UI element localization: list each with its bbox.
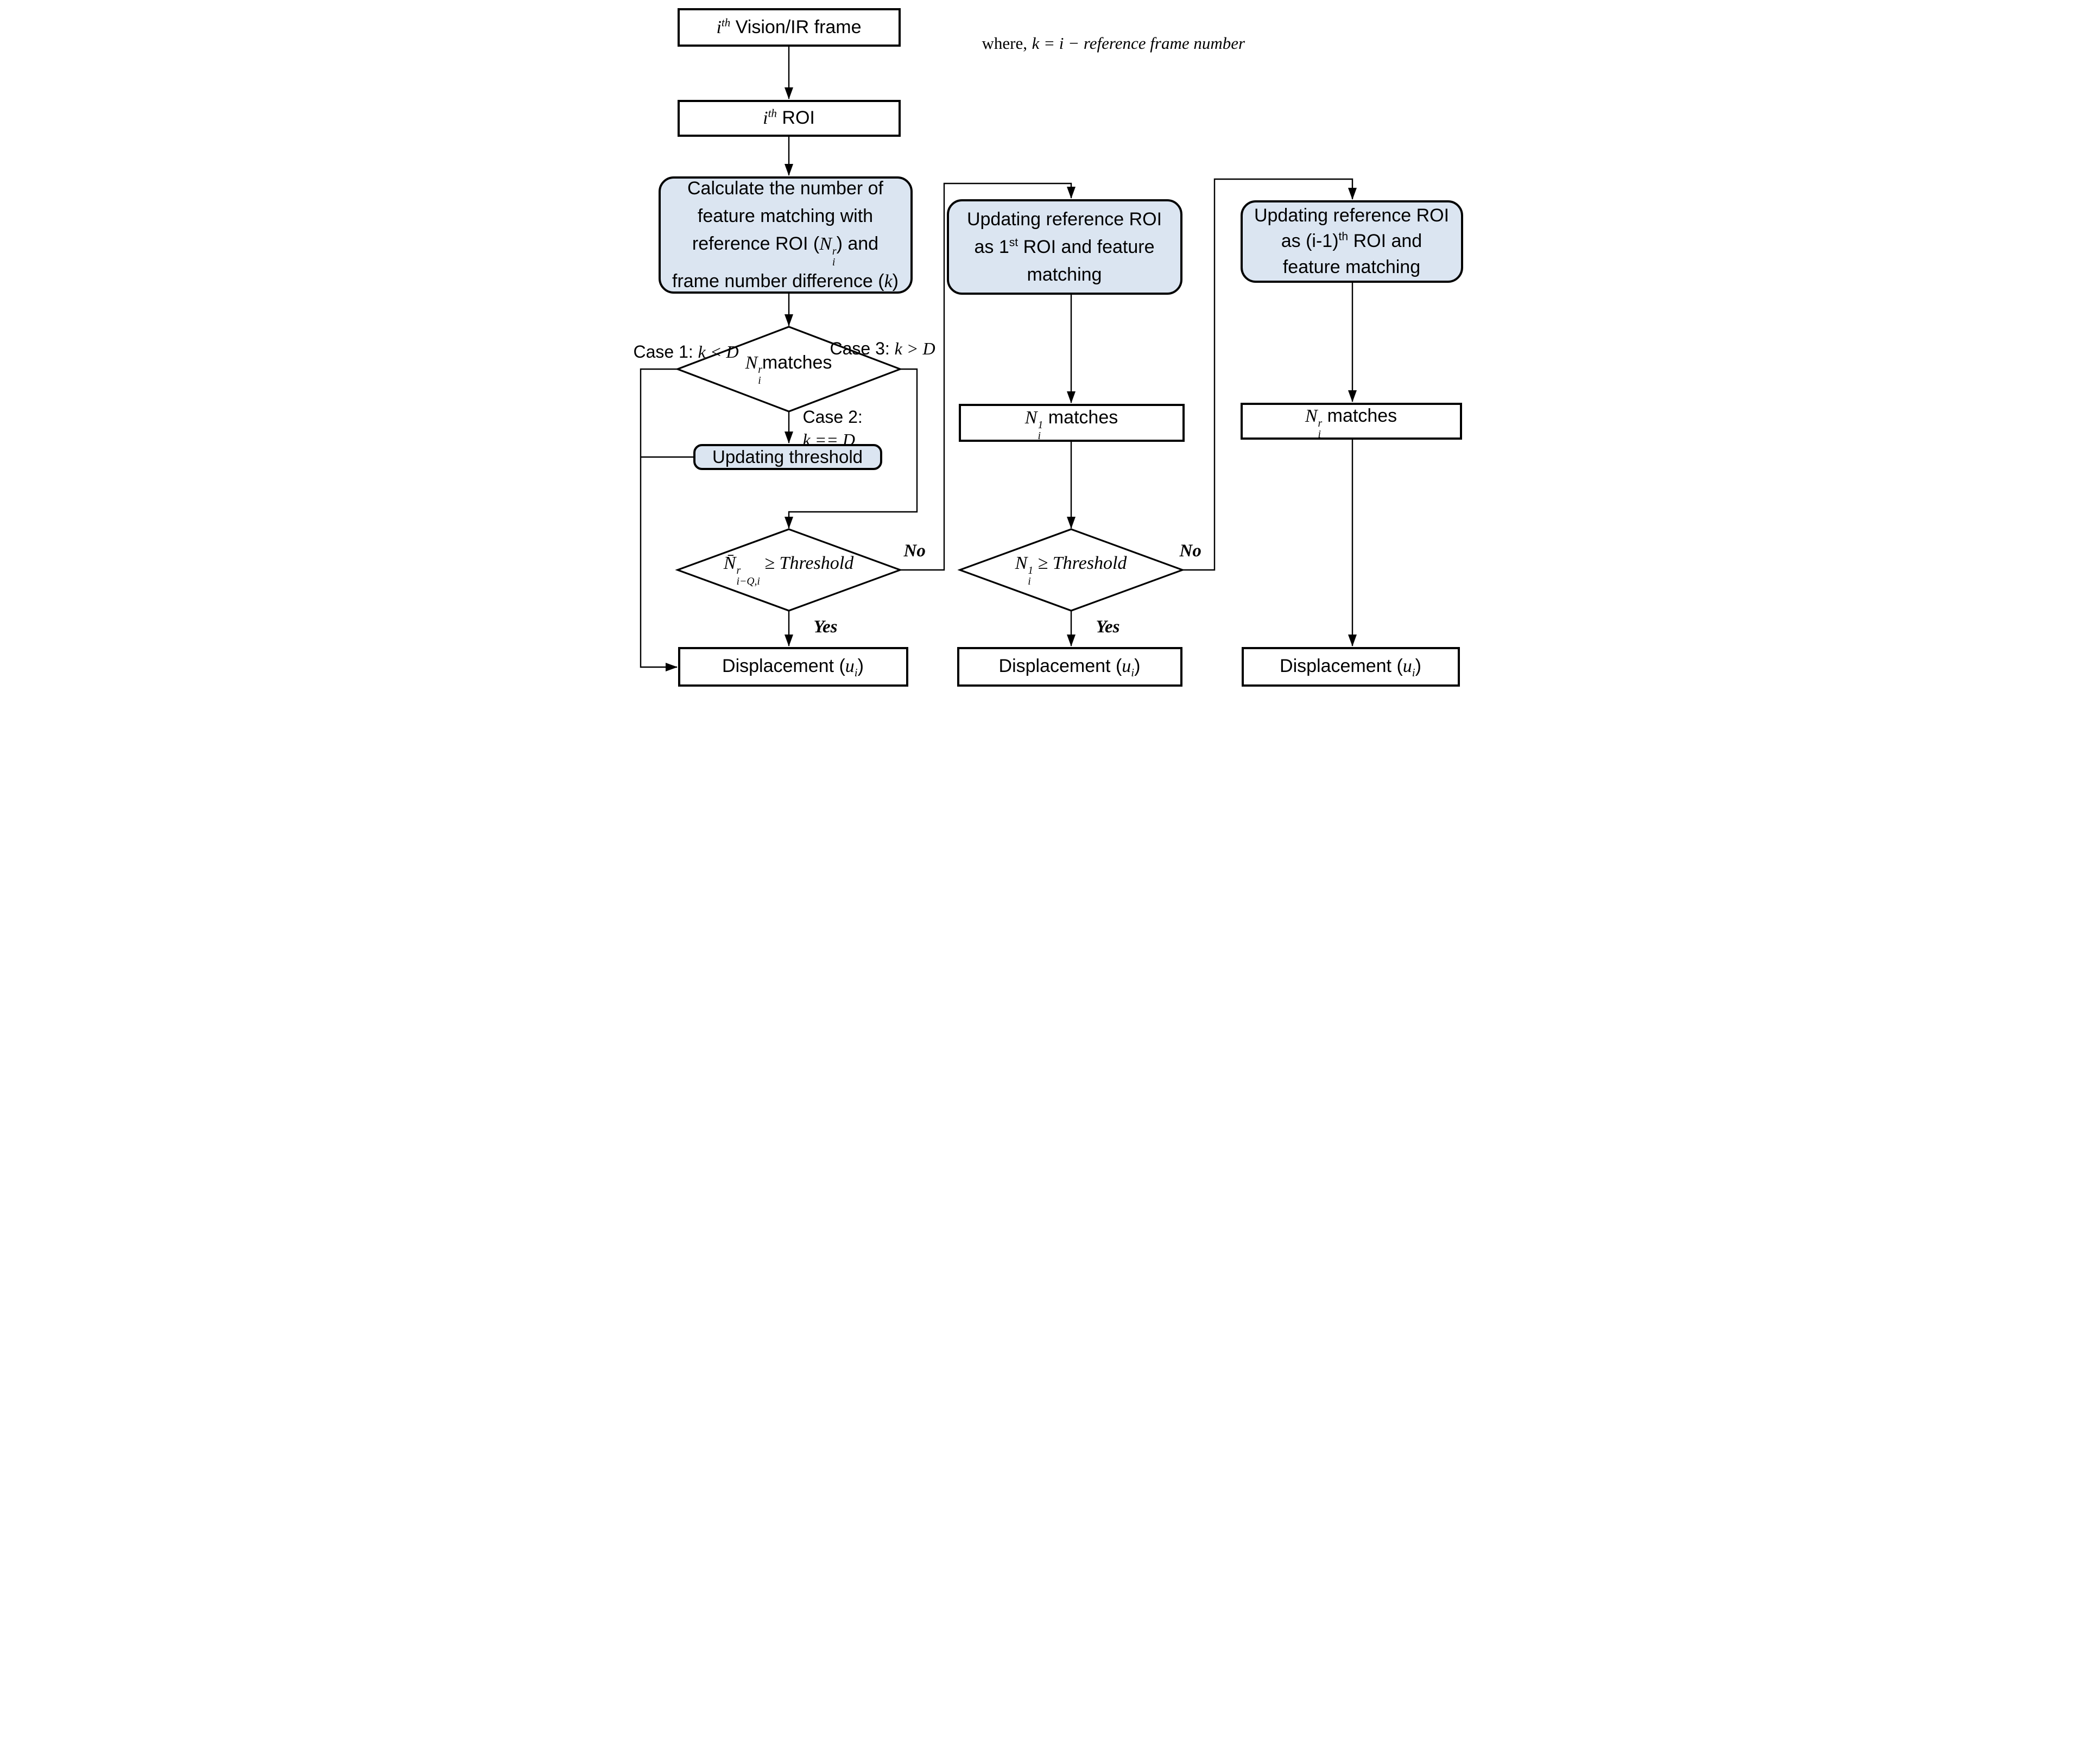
updating-threshold-label: Updating threshold [712,447,863,467]
case2-text: Case 2: [802,407,863,427]
threshold-left-sup: r [736,564,741,576]
match-count-word: matches [762,352,832,373]
matches-right-word: matches [1322,405,1397,427]
matches-mid-word: matches [1043,407,1118,428]
update-right-line3: feature matching [1282,256,1421,277]
calc-line3-sub: i [832,256,836,268]
frame-box-sup: th [721,16,731,29]
updating-threshold-box: Updating threshold [693,444,882,470]
match-count-var: N [745,352,758,373]
calc-line3-pre: reference ROI ( [692,233,820,255]
displacement-right-pre: Displacement ( [1280,655,1403,676]
update-right-line2-post: ROI and [1348,231,1422,252]
threshold-mid-var: N [1015,553,1028,574]
threshold-left-sub: i−Q,i [736,575,760,587]
calc-line3-post: ) and [836,233,879,255]
frame-box-var: i [716,17,722,37]
frame-box-label: Vision/IR frame [730,16,862,37]
roi-box-var: i [763,108,768,129]
displacement-left-sub: i [854,665,858,679]
roi-box: ith ROI [677,100,901,137]
displacement-right-sub: i [1412,665,1415,679]
elbow-no-mid-to-right-update [1182,178,1357,571]
roi-box-label: ROI [776,107,815,129]
yes-label-middle: Yes [1096,617,1120,637]
displacement-left-post: ) [857,655,864,676]
displacement-left-pre: Displacement ( [722,655,845,676]
no-label-middle: No [1179,541,1201,561]
update-mid-line1: Updating reference ROI [966,208,1162,230]
displacement-mid-pre: Displacement ( [998,655,1122,676]
threshold-mid-sub: i [1028,575,1031,587]
threshold-left-cond: ≥ Threshold [760,553,854,574]
update-right-line2-pre: as (i-1) [1281,231,1339,252]
displacement-left-var: u [845,656,855,676]
case3-math: k > D [894,339,935,358]
threshold-left-var: N̄ [723,553,736,574]
displacement-mid-var: u [1122,656,1131,676]
connector-layer [640,47,1357,671]
update-mid-line2-pre: as 1 [974,236,1009,257]
threshold-diamond-middle [957,528,1185,612]
where-note-formula: k = i − reference frame number [1032,34,1245,53]
match-count-sup: r [758,364,762,376]
calc-line4-var: k [884,271,893,291]
update-roi-box-right: Updating reference ROI as (i-1)th ROI an… [1240,200,1463,283]
calc-line3-sup: r [832,245,837,257]
case1-label: Case 1: k < D [634,341,739,364]
case1-math: k < D [698,342,739,362]
displacement-right-post: ) [1415,655,1421,676]
elbow-case1-to-displacement [640,368,678,671]
roi-box-sup: th [768,107,777,121]
calc-line2: feature matching with [697,206,874,227]
update-mid-line2-sup: st [1009,236,1019,249]
update-roi-box-middle: Updating reference ROI as 1st ROI and fe… [946,199,1182,295]
yes-label-left: Yes [813,617,838,637]
displacement-right-var: u [1402,656,1412,676]
displacement-mid-post: ) [1134,655,1141,676]
matches-right-sub: i [1318,428,1321,440]
matches-right-sup: r [1318,417,1323,429]
update-mid-line3: matching [1027,264,1102,285]
case1-text: Case 1: [633,342,698,362]
frame-box: ith Vision/IR frame [677,8,901,47]
match-count-diamond [675,326,902,413]
calc-line4-pre: frame number difference ( [672,270,884,291]
where-note: where, k = i − reference frame number [982,34,1245,53]
update-right-line2-sup: th [1338,230,1349,243]
match-count-sub: i [758,375,761,387]
no-label-left: No [903,541,926,561]
calc-box: Calculate the number of feature matching… [658,176,913,294]
update-mid-line2-post: ROI and feature [1018,236,1155,257]
displacement-mid-sub: i [1131,665,1135,679]
matches-mid-var: N [1024,408,1038,428]
displacement-box-right: Displacement (ui) [1241,647,1460,687]
update-right-line1: Updating reference ROI [1254,205,1450,226]
where-note-prefix: where, [982,34,1027,53]
case3-label: Case 3: k > D [830,338,935,360]
matches-right-var: N [1305,406,1318,427]
displacement-box-left: Displacement (ui) [678,647,908,687]
displacement-box-middle: Displacement (ui) [957,647,1182,687]
calc-line1: Calculate the number of [687,178,883,199]
calc-line3-var: N [819,234,832,255]
elbow-no-left-to-middle-update [900,182,1076,571]
threshold-diamond-left [674,528,903,612]
calc-line4-post: ) [892,270,899,291]
threshold-mid-sup: 1 [1028,564,1034,576]
flowchart: where, k = i − reference frame number it… [630,0,1470,697]
elbow-case3-to-threshold-diamond [784,368,918,529]
matches-mid-sub: i [1038,429,1041,442]
threshold-mid-cond: ≥ Threshold [1033,553,1127,574]
case3-text: Case 3: [830,339,895,358]
matches-mid-sup: 1 [1038,418,1043,431]
